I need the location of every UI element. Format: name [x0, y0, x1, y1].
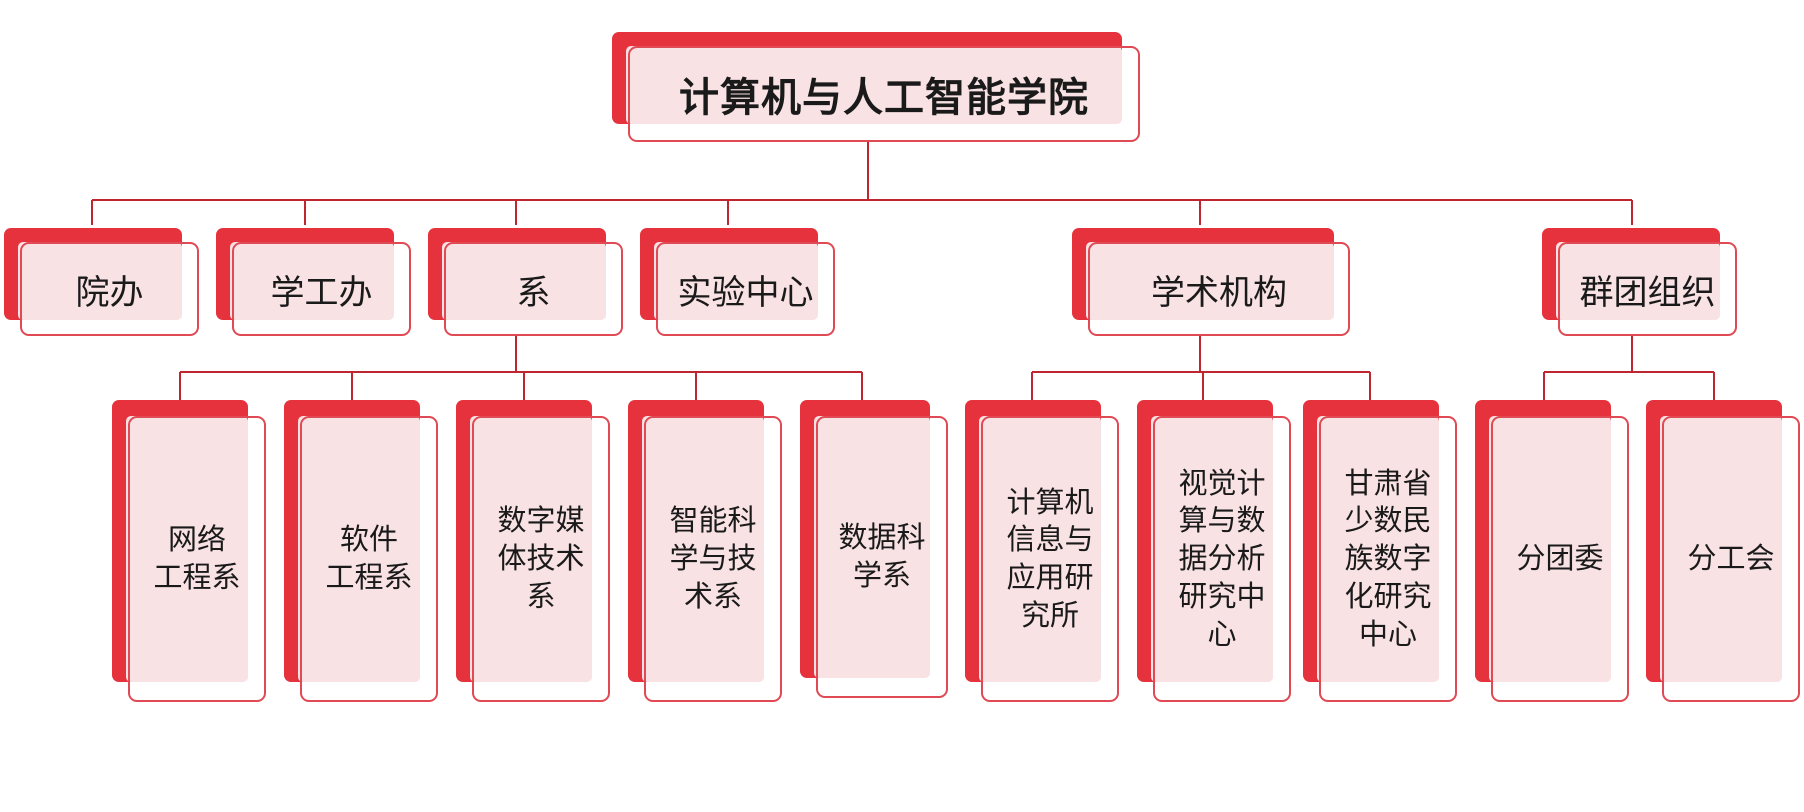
node-label: 实验中心 [677, 272, 814, 313]
node-label: 分团委 [1516, 541, 1604, 576]
node-shiyan-zhongxin: 实验中心 [640, 228, 835, 336]
node-label: 数据科 学系 [838, 520, 926, 592]
root-label: 计算机与人工智能学院 [679, 75, 1089, 121]
node-label: 计算机 信息与 应用研 究所 [1006, 484, 1094, 632]
node-quntuan-zuzhi: 群团组织 [1542, 228, 1737, 336]
node-xueshu-jigou: 学术机构 [1072, 228, 1350, 336]
node-dept-ruanjian: 软件 工程系 [284, 400, 438, 702]
node-label: 系 [516, 272, 551, 313]
node-xi: 系 [428, 228, 623, 336]
node-label: 学术机构 [1151, 272, 1287, 313]
node-label: 分工会 [1687, 541, 1775, 576]
node-group-fentuanwei: 分团委 [1475, 400, 1629, 702]
node-label: 甘肃省 少数民 族数字 化研究 中心 [1344, 465, 1432, 651]
node-label: 群团组织 [1579, 272, 1716, 313]
node-group-fengonghui: 分工会 [1646, 400, 1800, 702]
node-dept-shuju-kexue: 数据科 学系 [800, 400, 948, 698]
node-dept-zhineng-kexue: 智能科 学与技 术系 [628, 400, 782, 702]
node-yuanban: 院办 [4, 228, 199, 336]
node-label: 软件 工程系 [325, 522, 413, 594]
node-label: 网络 工程系 [153, 522, 241, 594]
node-label: 院办 [75, 272, 144, 313]
node-label: 智能科 学与技 术系 [669, 503, 757, 613]
node-dept-wangluo: 网络 工程系 [112, 400, 266, 702]
node-label: 学工办 [270, 272, 373, 313]
root-node: 计算机与人工智能学院 [612, 32, 1140, 142]
node-inst-shijue-jisuan: 视觉计 算与数 据分析 研究中 心 [1137, 400, 1291, 702]
node-inst-gansu-minzu: 甘肃省 少数民 族数字 化研究 中心 [1303, 400, 1457, 702]
node-xuegongban: 学工办 [216, 228, 411, 336]
node-inst-jisuanji-xinxi: 计算机 信息与 应用研 究所 [965, 400, 1119, 702]
node-label: 视觉计 算与数 据分析 研究中 心 [1178, 465, 1266, 651]
node-label: 数字媒 体技术 系 [497, 503, 585, 613]
node-dept-shuzi-meiti: 数字媒 体技术 系 [456, 400, 610, 702]
